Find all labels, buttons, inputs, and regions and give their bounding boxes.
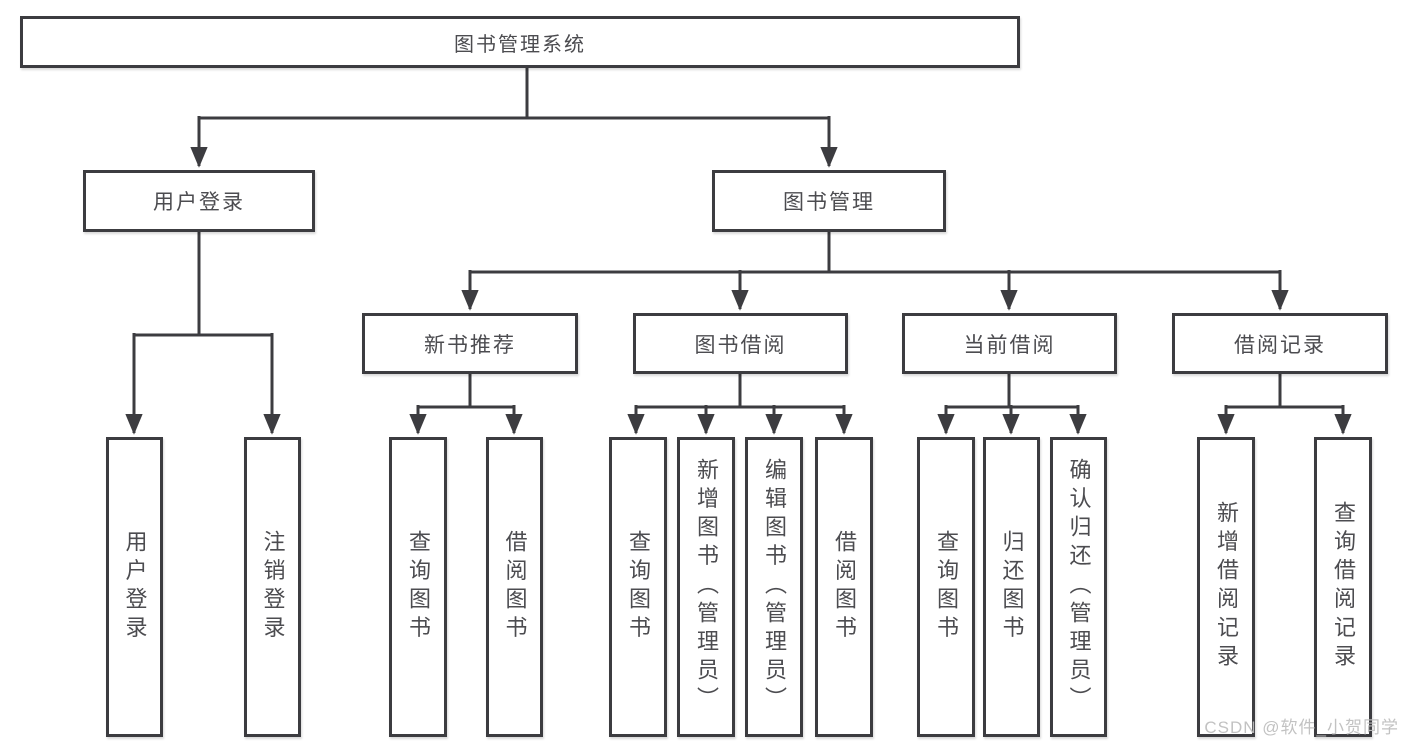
csdn-watermark: CSDN @软件_小贺同学 xyxy=(1204,718,1399,737)
node-label: 图书管理系统 xyxy=(454,33,586,56)
node-borrowing-records: 借阅记录 xyxy=(1172,313,1388,374)
leaf-label: 用户登录 xyxy=(122,529,148,645)
leaf-label: 借阅图书 xyxy=(502,529,528,645)
leaf-logout: 注销登录 xyxy=(244,437,301,737)
node-library-management-system: 图书管理系统 xyxy=(20,16,1020,68)
leaf-label: 查询图书 xyxy=(406,529,431,645)
leaf-label: 确认归还（管理员） xyxy=(1066,458,1092,716)
node-label: 借阅记录 xyxy=(1234,333,1326,357)
leaf-label: 查询图书 xyxy=(934,529,959,645)
leaf-borrow-books-recommend: 借阅图书 xyxy=(486,437,543,737)
leaf-add-borrow-record: 新增借阅记录 xyxy=(1197,437,1255,737)
node-user-login: 用户登录 xyxy=(83,170,315,232)
node-book-management: 图书管理 xyxy=(712,170,946,232)
leaf-label: 新增借阅记录 xyxy=(1214,501,1239,673)
leaf-edit-books-admin: 编辑图书（管理员） xyxy=(745,437,803,737)
leaf-query-books-borrowing: 查询图书 xyxy=(609,437,667,737)
leaf-label: 注销登录 xyxy=(260,529,286,645)
leaf-add-books-admin: 新增图书（管理员） xyxy=(677,437,735,737)
leaf-user-login: 用户登录 xyxy=(106,437,163,737)
node-book-borrowing: 图书借阅 xyxy=(633,313,848,374)
leaf-query-books-current: 查询图书 xyxy=(917,437,975,737)
leaf-label: 借阅图书 xyxy=(832,529,857,645)
leaf-borrow-books: 借阅图书 xyxy=(815,437,873,737)
leaf-label: 编辑图书（管理员） xyxy=(762,458,787,716)
node-label: 新书推荐 xyxy=(424,333,516,357)
node-label: 图书借阅 xyxy=(694,333,787,357)
node-label: 图书管理 xyxy=(783,191,875,214)
leaf-confirm-return-admin: 确认归还（管理员） xyxy=(1050,437,1107,737)
node-label: 当前借阅 xyxy=(963,333,1056,357)
leaf-label: 查询借阅记录 xyxy=(1331,501,1356,673)
node-current-borrowing: 当前借阅 xyxy=(902,313,1117,374)
leaf-query-books-recommend: 查询图书 xyxy=(389,437,447,737)
leaf-label: 新增图书（管理员） xyxy=(694,458,719,716)
leaf-query-borrow-record: 查询借阅记录 xyxy=(1314,437,1372,737)
leaf-label: 查询图书 xyxy=(626,529,651,645)
leaf-return-books: 归还图书 xyxy=(983,437,1040,737)
node-new-book-recommendation: 新书推荐 xyxy=(362,313,578,374)
leaf-label: 归还图书 xyxy=(999,529,1025,645)
node-label: 用户登录 xyxy=(153,191,245,214)
